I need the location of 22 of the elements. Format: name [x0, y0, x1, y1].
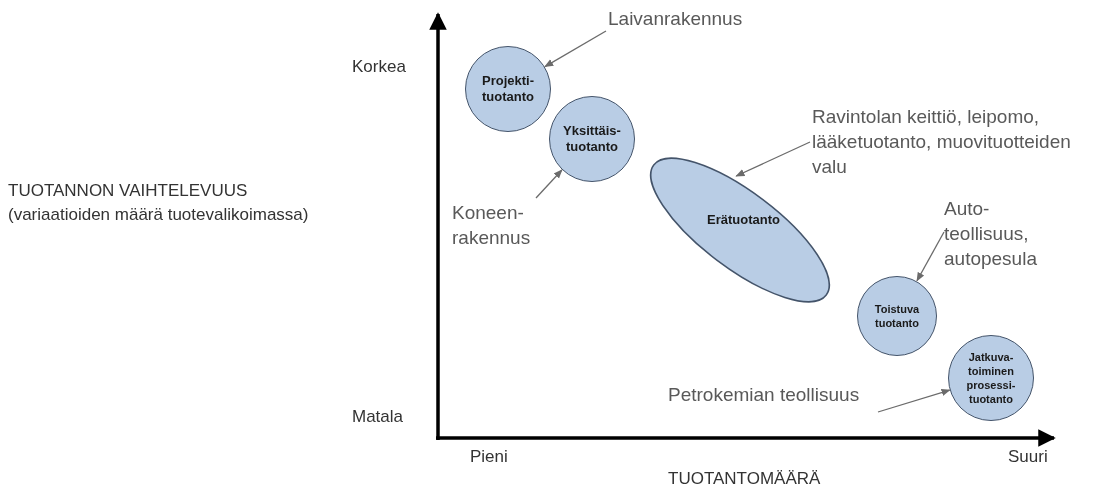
- axis-label: TUOTANNON VAIHTELEVUUS: [8, 180, 248, 202]
- axis-label: Korkea: [352, 56, 406, 78]
- ellipse-label: Erätuotanto: [707, 211, 780, 228]
- circle-label: Yksittäis- tuotanto: [562, 123, 622, 155]
- example-text: Koneen- rakennus: [452, 200, 552, 250]
- example-text: Ravintolan keittiö, leipomo, lääketuotanto, muovituotteiden valu: [812, 104, 1097, 179]
- axis-label: TUOTANTOMÄÄRÄ: [668, 468, 821, 490]
- axis-label: (variaatioiden määrä tuotevalikoimassa): [8, 204, 309, 226]
- axis-label: Matala: [352, 406, 404, 428]
- leader-arrow: [544, 30, 607, 68]
- example-text: Petrokemian teollisuus: [668, 382, 888, 407]
- axis-label: Suuri: [1008, 446, 1048, 468]
- leader-arrow: [535, 169, 563, 199]
- leader-arrow: [916, 231, 945, 282]
- example-text: Laivanrakennus: [608, 6, 808, 31]
- axis-label: Pieni: [470, 446, 508, 468]
- leader-arrow: [877, 388, 951, 413]
- circle-label: Toistuva tuotanto: [873, 302, 921, 330]
- leader-arrow: [735, 141, 811, 177]
- example-text: Auto- teollisuus, autopesula: [944, 196, 1064, 271]
- circle-label: Projekti- tuotanto: [481, 73, 535, 105]
- circle-label: Jatkuva- toiminen prosessi- tuotanto: [965, 350, 1017, 406]
